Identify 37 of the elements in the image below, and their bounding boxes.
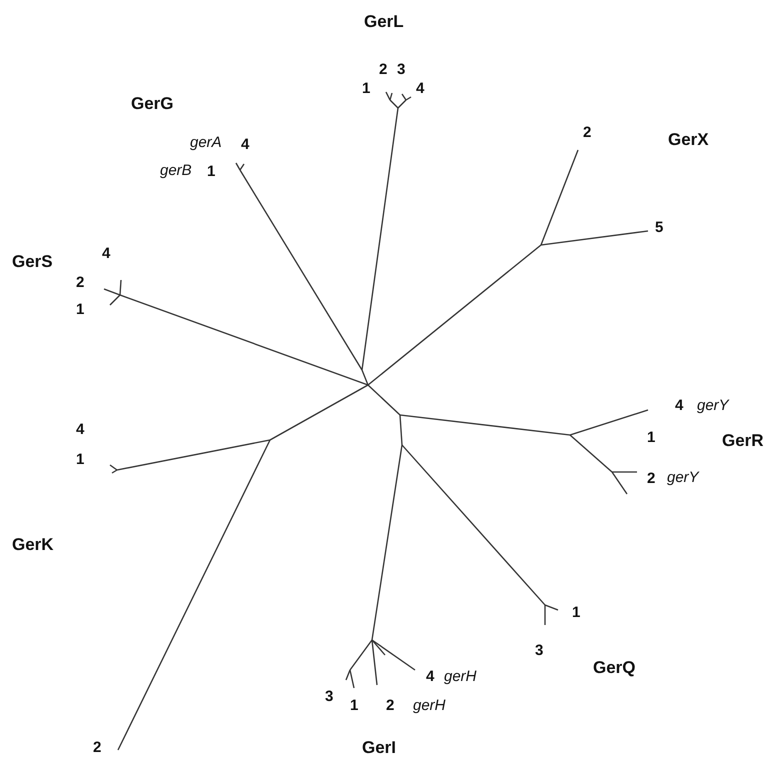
clade-label: GerS <box>12 253 53 271</box>
tip-number: 1 <box>76 451 84 469</box>
tip-number: 4 <box>426 668 434 686</box>
tip-number: 4 <box>416 80 424 98</box>
clade-label: GerQ <box>593 659 636 677</box>
tip-number: 3 <box>325 688 334 706</box>
tip-number: 4 <box>241 136 250 154</box>
gene-label: gerB <box>160 162 192 180</box>
gene-label: gerY <box>697 397 729 415</box>
gene-label: gerA <box>190 134 222 152</box>
clade-label: GerI <box>362 739 396 757</box>
tip-number: 4 <box>76 421 84 439</box>
tip-number: 3 <box>535 642 544 660</box>
tip-number: 1 <box>207 163 216 181</box>
tip-number: 1 <box>572 604 580 622</box>
tip-number: 2 <box>76 274 84 292</box>
tip-number: 3 <box>397 61 406 79</box>
tip-number: 4 <box>102 245 110 263</box>
clade-label: GerX <box>668 131 709 149</box>
clade-label: GerG <box>131 95 174 113</box>
tip-number: 2 <box>647 470 656 488</box>
tip-number: 1 <box>76 301 84 319</box>
tip-number: 5 <box>655 219 664 237</box>
tip-number: 1 <box>647 429 656 447</box>
gene-label: gerH <box>413 697 446 715</box>
tip-number: 1 <box>362 80 370 98</box>
clade-label: GerR <box>722 432 764 450</box>
tip-number: 2 <box>583 124 592 142</box>
gene-label: gerY <box>667 469 699 487</box>
tip-number: 2 <box>93 739 102 757</box>
clade-label: GerL <box>364 13 404 31</box>
tip-number: 1 <box>350 697 358 715</box>
tip-number: 2 <box>386 697 394 715</box>
clade-label: GerK <box>12 536 54 554</box>
tip-number: 4 <box>675 397 684 415</box>
gene-label: gerH <box>444 668 477 686</box>
tip-number: 2 <box>379 61 388 79</box>
